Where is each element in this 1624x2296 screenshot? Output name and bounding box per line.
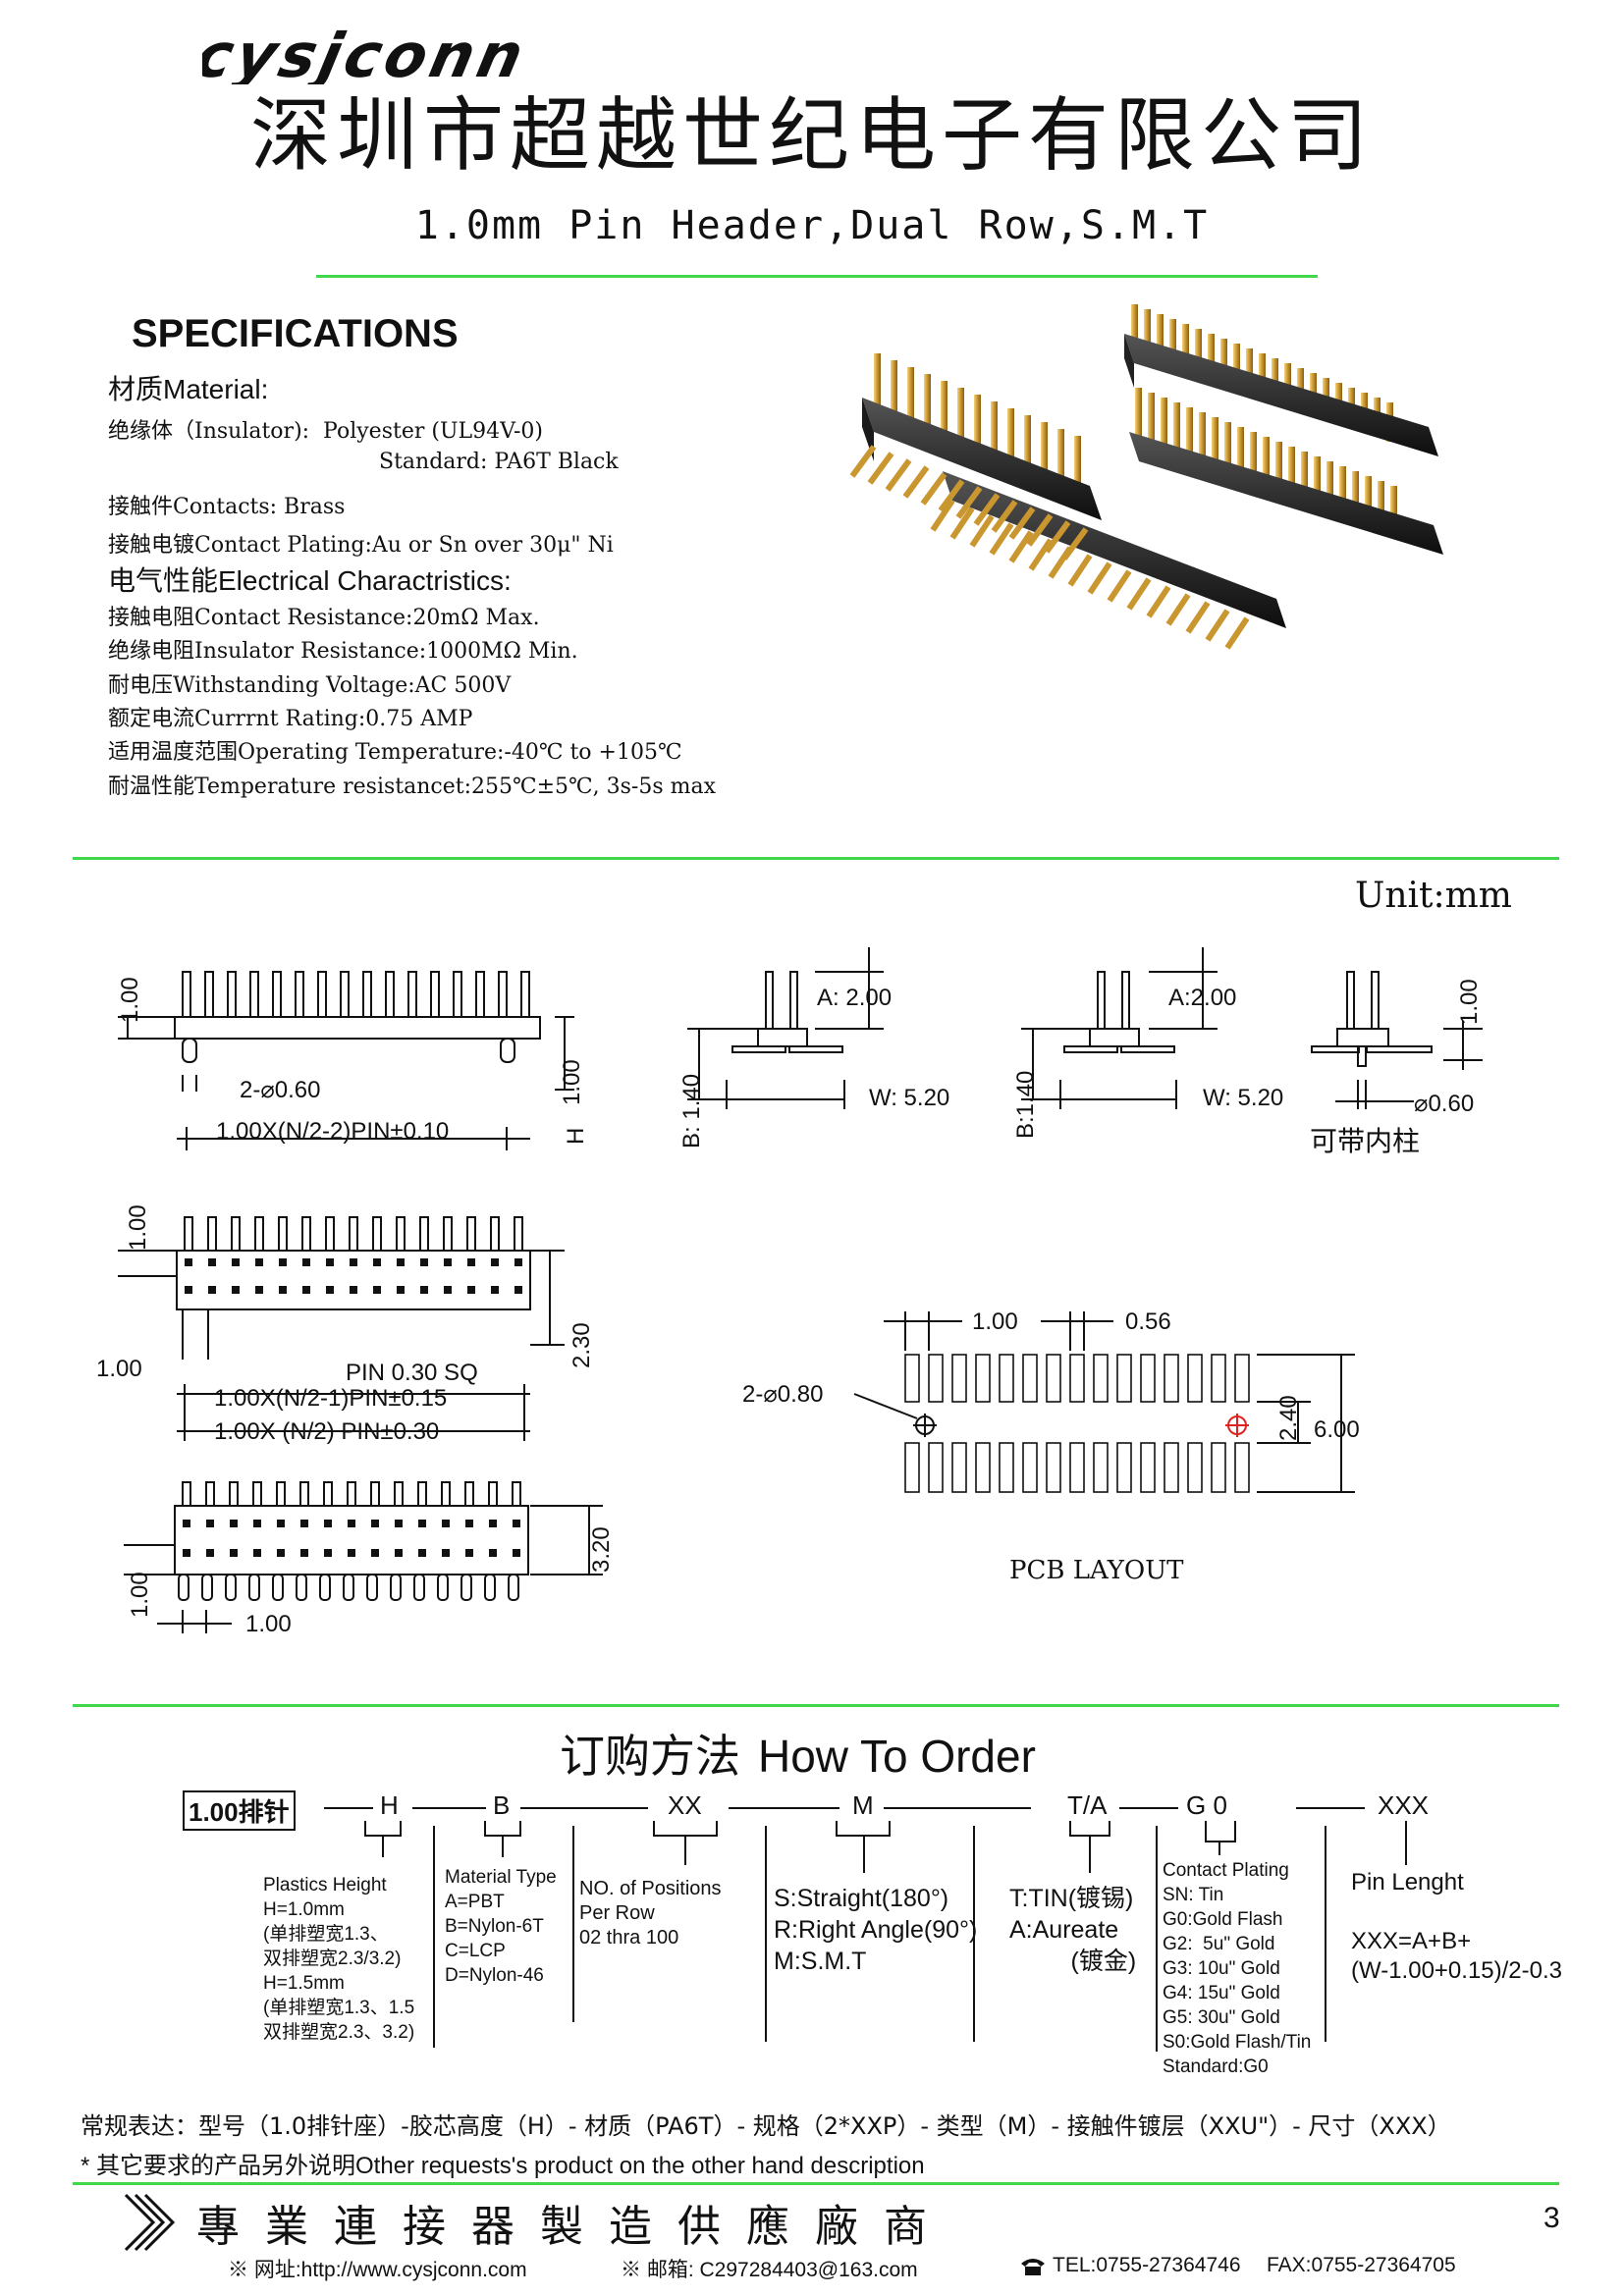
product-photo <box>849 304 1443 650</box>
dim-w: W: 5.20 <box>869 1085 949 1111</box>
order-code-g0: G 0 <box>1186 1790 1227 1820</box>
remark-other-requests: * 其它要求的产品另外说明Other requests's product on… <box>81 2153 925 2179</box>
footer-tel: TEL:0755-27364746 <box>1053 2254 1241 2276</box>
dim-pitch-n2: 1.00X (N/2) PIN±0.30 <box>214 1418 439 1445</box>
order-desc-positions: NO. of Positions Per Row 02 thra 100 <box>579 1878 722 1949</box>
logo-text: cysjconn <box>202 29 533 84</box>
footer-slogan: 專業連接器製造供應廠商 <box>196 2202 952 2252</box>
drawing-pcb-layout <box>853 1311 1355 1493</box>
dim-b2: B:1.40 <box>1012 1071 1039 1139</box>
dim-pitch-n2-2: 1.00X(N/2-2)PIN±0.10 <box>216 1118 449 1145</box>
telephone-icon <box>1021 2259 1045 2275</box>
order-title-en: How To Order <box>758 1731 1036 1782</box>
header-divider <box>316 275 1318 278</box>
dim-2-dia060: 2-⌀0.60 <box>240 1077 321 1103</box>
pcb-dim-0-56: 0.56 <box>1125 1308 1171 1335</box>
footer-website[interactable]: ※ 网址:http://www.cysjconn.com <box>228 2259 527 2281</box>
spec-insulator: 绝缘体（Insulator): Polyester (UL94V-0) <box>108 419 543 444</box>
dim-1-00-d: 1.00 <box>125 1204 151 1251</box>
dim-a: A: 2.00 <box>817 985 892 1011</box>
drawing-dual-row-bottom <box>124 1481 603 1633</box>
dim-1-00-a: 1.00 <box>117 977 143 1023</box>
order-desc-contact-plating: Contact Plating SN: Tin G0:Gold Flash G2… <box>1163 1860 1312 2077</box>
material-heading: 材质Material: <box>108 374 269 404</box>
technical-drawing: 1.00 2-⌀0.60 1.00X(N/2-2)PIN±0.10 1.00 H… <box>96 947 1483 1637</box>
dim-1-00-g: 1.00 <box>245 1611 292 1637</box>
spec-operating-temperature: 适用温度范围Operating Temperature:-40℃ to +105… <box>108 740 682 765</box>
pcb-dim-2-40: 2.40 <box>1275 1395 1302 1441</box>
dim-1-00-b: 1.00 <box>559 1059 585 1105</box>
dim-1-00-f: 1.00 <box>127 1572 153 1618</box>
section-divider-2 <box>73 1704 1559 1707</box>
dim-3-20: 3.20 <box>588 1526 615 1573</box>
dim-2-30: 2.30 <box>568 1322 595 1368</box>
spec-insulator-resistance: 绝缘电阻Insulator Resistance:1000MΩ Min. <box>108 639 578 664</box>
order-code-xx: XX <box>668 1790 702 1820</box>
specifications-heading: SPECIFICATIONS <box>132 312 459 355</box>
product-title: 1.0mm Pin Header,Dual Row,S.M.T <box>414 203 1210 248</box>
spec-insulator-standard: Standard: PA6T Black <box>379 450 619 474</box>
order-desc-pin-length: Pin Lenght XXX=A+B+ (W-1.00+0.15)/2-0.3 <box>1351 1869 1563 1984</box>
order-desc-plastic-height: Plastics Height H=1.0mm (单排塑宽1.3、 双排塑宽2.… <box>263 1875 415 2043</box>
pcb-dim-2-dia080: 2-⌀0.80 <box>742 1381 824 1408</box>
order-code-ta: T/A <box>1067 1790 1108 1820</box>
company-name: 深圳市超越世纪电子有限公司 <box>249 89 1374 183</box>
order-code-h: H <box>380 1790 399 1820</box>
order-title-cn: 订购方法 <box>560 1730 740 1783</box>
footer-fax: FAX:0755-27364705 <box>1267 2254 1456 2276</box>
order-desc-plating-type: T:TIN(镀锡) A:Aureate (镀金) <box>1009 1885 1137 1975</box>
order-part-name: 1.00排针 <box>183 1790 296 1831</box>
footer-email[interactable]: ※ 邮箱: C297284403@163.com <box>621 2259 918 2281</box>
order-code-b: B <box>493 1790 511 1820</box>
drawing-side-view-2 <box>1021 947 1218 1109</box>
spec-current-rating: 额定电流Currrnt Rating:0.75 AMP <box>108 707 473 731</box>
spec-temperature-resistance: 耐温性能Temperature resistancet:255℃±5℃, 3s-… <box>108 774 717 799</box>
dim-pitch-n2-1: 1.00X(N/2-1)PIN±0.15 <box>214 1385 447 1412</box>
dim-dia060: ⌀0.60 <box>1414 1091 1474 1117</box>
dim-a2: A:2.00 <box>1168 985 1236 1011</box>
drawing-side-view-3 <box>1311 971 1483 1109</box>
pcb-layout-label: PCB LAYOUT <box>1009 1556 1184 1585</box>
dim-h: H <box>563 1128 589 1145</box>
dim-1-00-c: 1.00 <box>1456 979 1483 1025</box>
order-code-xxx: XXX <box>1378 1790 1430 1820</box>
order-code-lines <box>324 1807 1407 2052</box>
page-number: 3 <box>1543 2202 1560 2234</box>
order-desc-type: S:Straight(180°) R:Right Angle(90°) M:S.… <box>774 1885 978 1975</box>
section-divider-1 <box>73 857 1559 860</box>
double-chevron-icon <box>124 2193 176 2252</box>
dim-b: B: 1.40 <box>678 1074 705 1148</box>
drawing-side-view-1 <box>687 947 884 1109</box>
company-logo: cysjconn <box>202 29 533 84</box>
how-to-order-heading: 订购方法 How To Order <box>560 1721 1036 1786</box>
electrical-heading: 电气性能Electrical Charactristics: <box>108 565 512 596</box>
pcb-dim-6-00: 6.00 <box>1314 1416 1360 1443</box>
remark-standard-expression: 常规表达：型号（1.0排针座）-胶芯高度（H）- 材质（PA6T）- 规格（2*… <box>81 2112 1451 2140</box>
order-code-m: M <box>852 1790 874 1820</box>
spec-contacts: 接触件Contacts: Brass <box>108 495 346 519</box>
dim-pin-sq: PIN 0.30 SQ <box>346 1360 478 1386</box>
drawing-dual-row-top <box>118 1216 565 1441</box>
pcb-dim-1-00: 1.00 <box>972 1308 1018 1335</box>
drawing-single-row-top <box>118 971 574 1150</box>
spec-withstanding-voltage: 耐电压Withstanding Voltage:AC 500V <box>108 673 512 698</box>
unit-label: Unit:mm <box>1355 876 1512 916</box>
footer-divider <box>73 2182 1559 2185</box>
spec-plating: 接触电镀Contact Plating:Au or Sn over 30μ" N… <box>108 533 614 558</box>
label-inner-post: 可带内柱 <box>1310 1125 1420 1157</box>
spec-contact-resistance: 接触电阻Contact Resistance:20mΩ Max. <box>108 606 540 630</box>
order-desc-material-type: Material Type A=PBT B=Nylon-6T C=LCP D=N… <box>445 1867 557 1986</box>
dim-1-00-e: 1.00 <box>96 1356 142 1382</box>
dim-w2: W: 5.20 <box>1203 1085 1283 1111</box>
